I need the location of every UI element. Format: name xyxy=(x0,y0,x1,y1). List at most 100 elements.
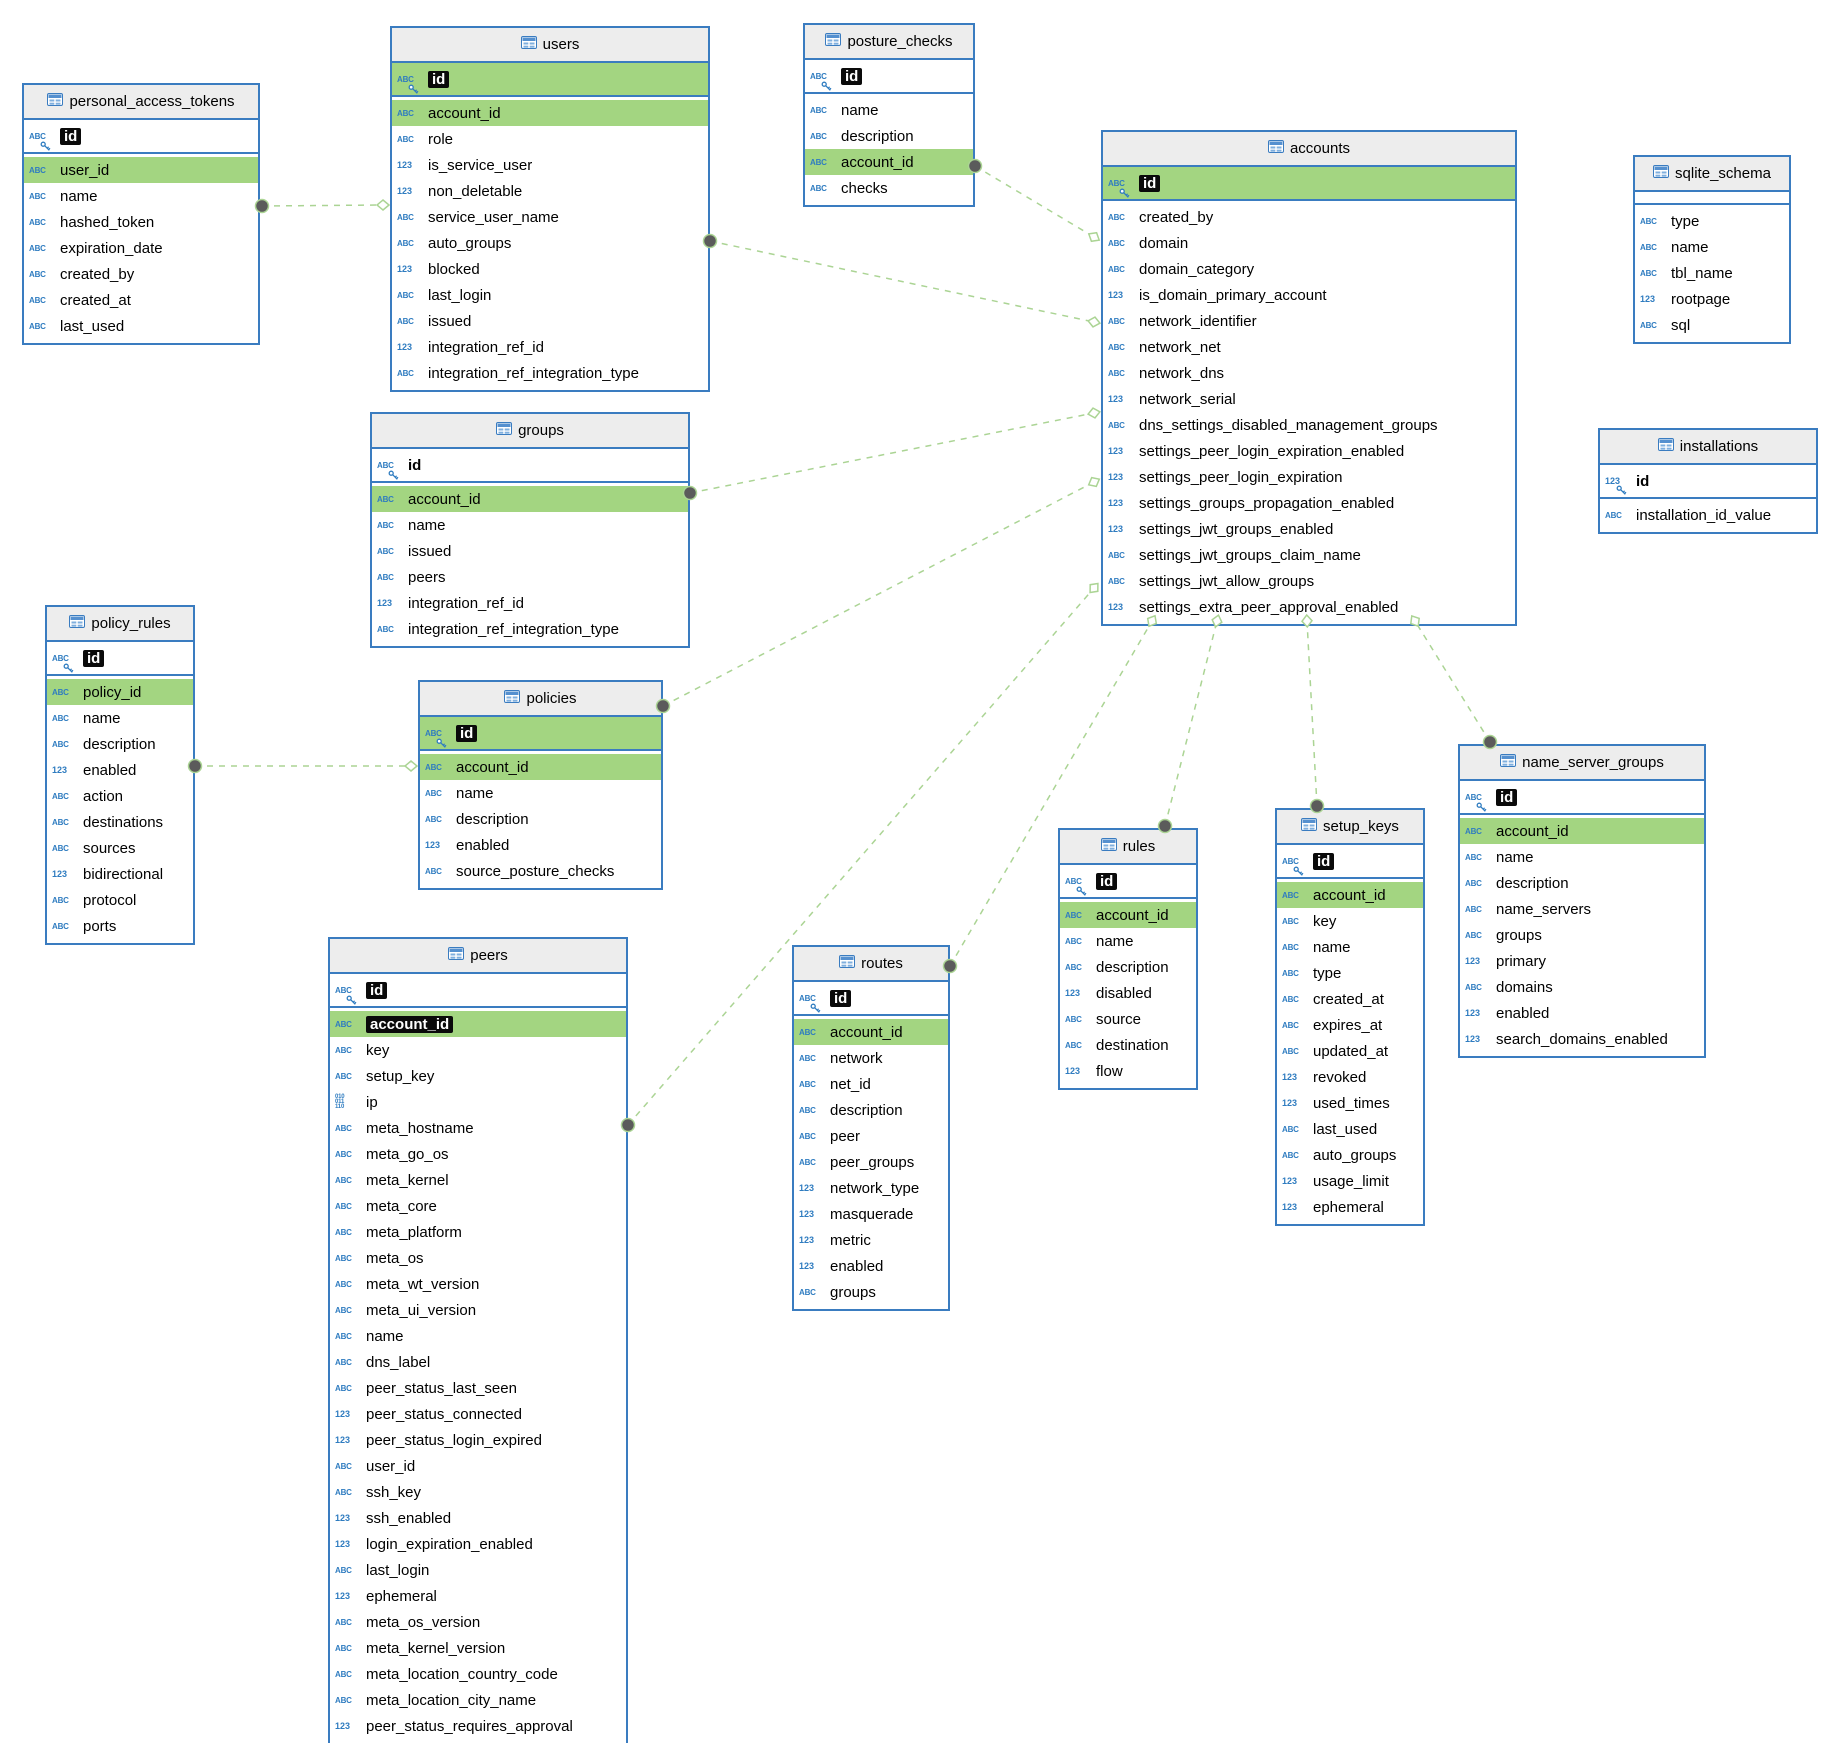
table-header[interactable]: posture_checks xyxy=(805,25,973,60)
table-header[interactable]: name_server_groups xyxy=(1460,746,1704,781)
table-header[interactable]: sqlite_schema xyxy=(1635,157,1789,192)
table-header[interactable]: peers xyxy=(330,939,626,974)
primary-key-row[interactable] xyxy=(1635,192,1789,205)
table-header[interactable]: groups xyxy=(372,414,688,449)
table-header[interactable]: policies xyxy=(420,682,661,717)
table-header[interactable]: installations xyxy=(1600,430,1816,465)
